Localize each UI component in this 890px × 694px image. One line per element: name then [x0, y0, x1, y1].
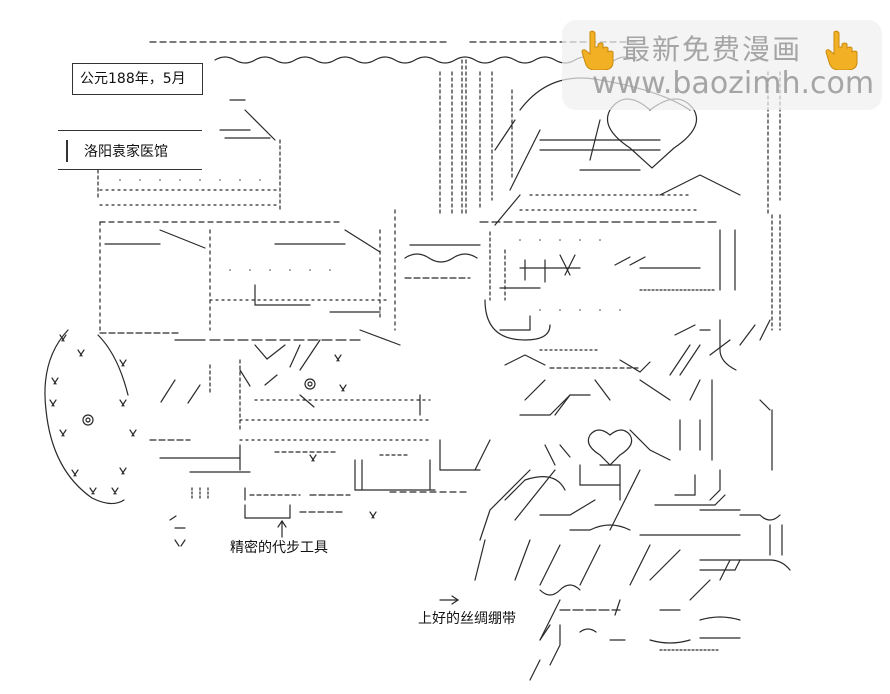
watermark-title: 最新免费漫画: [622, 33, 803, 66]
bandage-label: 上好的丝绸绷带: [418, 611, 516, 627]
pointing-hand-icon: [581, 30, 614, 70]
date-label: 公元188年，5月: [80, 71, 186, 87]
pointing-hand-icon: [825, 30, 858, 70]
watermark: 最新免费漫画 www.baozimh.com: [562, 20, 882, 110]
place-label-frame-left: [66, 140, 68, 162]
bandage-pointer-arrow: [439, 595, 460, 605]
place-label-frame: [58, 130, 202, 170]
watermark-url: www.baozimh.com: [592, 66, 875, 101]
date-label-frame-right: [196, 63, 203, 95]
dot-texture: [119, 179, 621, 311]
place-label: 洛阳袁家医馆: [84, 144, 168, 160]
wheelchair-drawing: [44, 329, 481, 547]
date-label-frame: [72, 63, 199, 95]
character-figure: [404, 77, 791, 681]
hospital-building: [97, 99, 396, 331]
tools-label: 精密的代步工具: [230, 540, 328, 556]
tools-pointer-arrow: [277, 519, 287, 538]
